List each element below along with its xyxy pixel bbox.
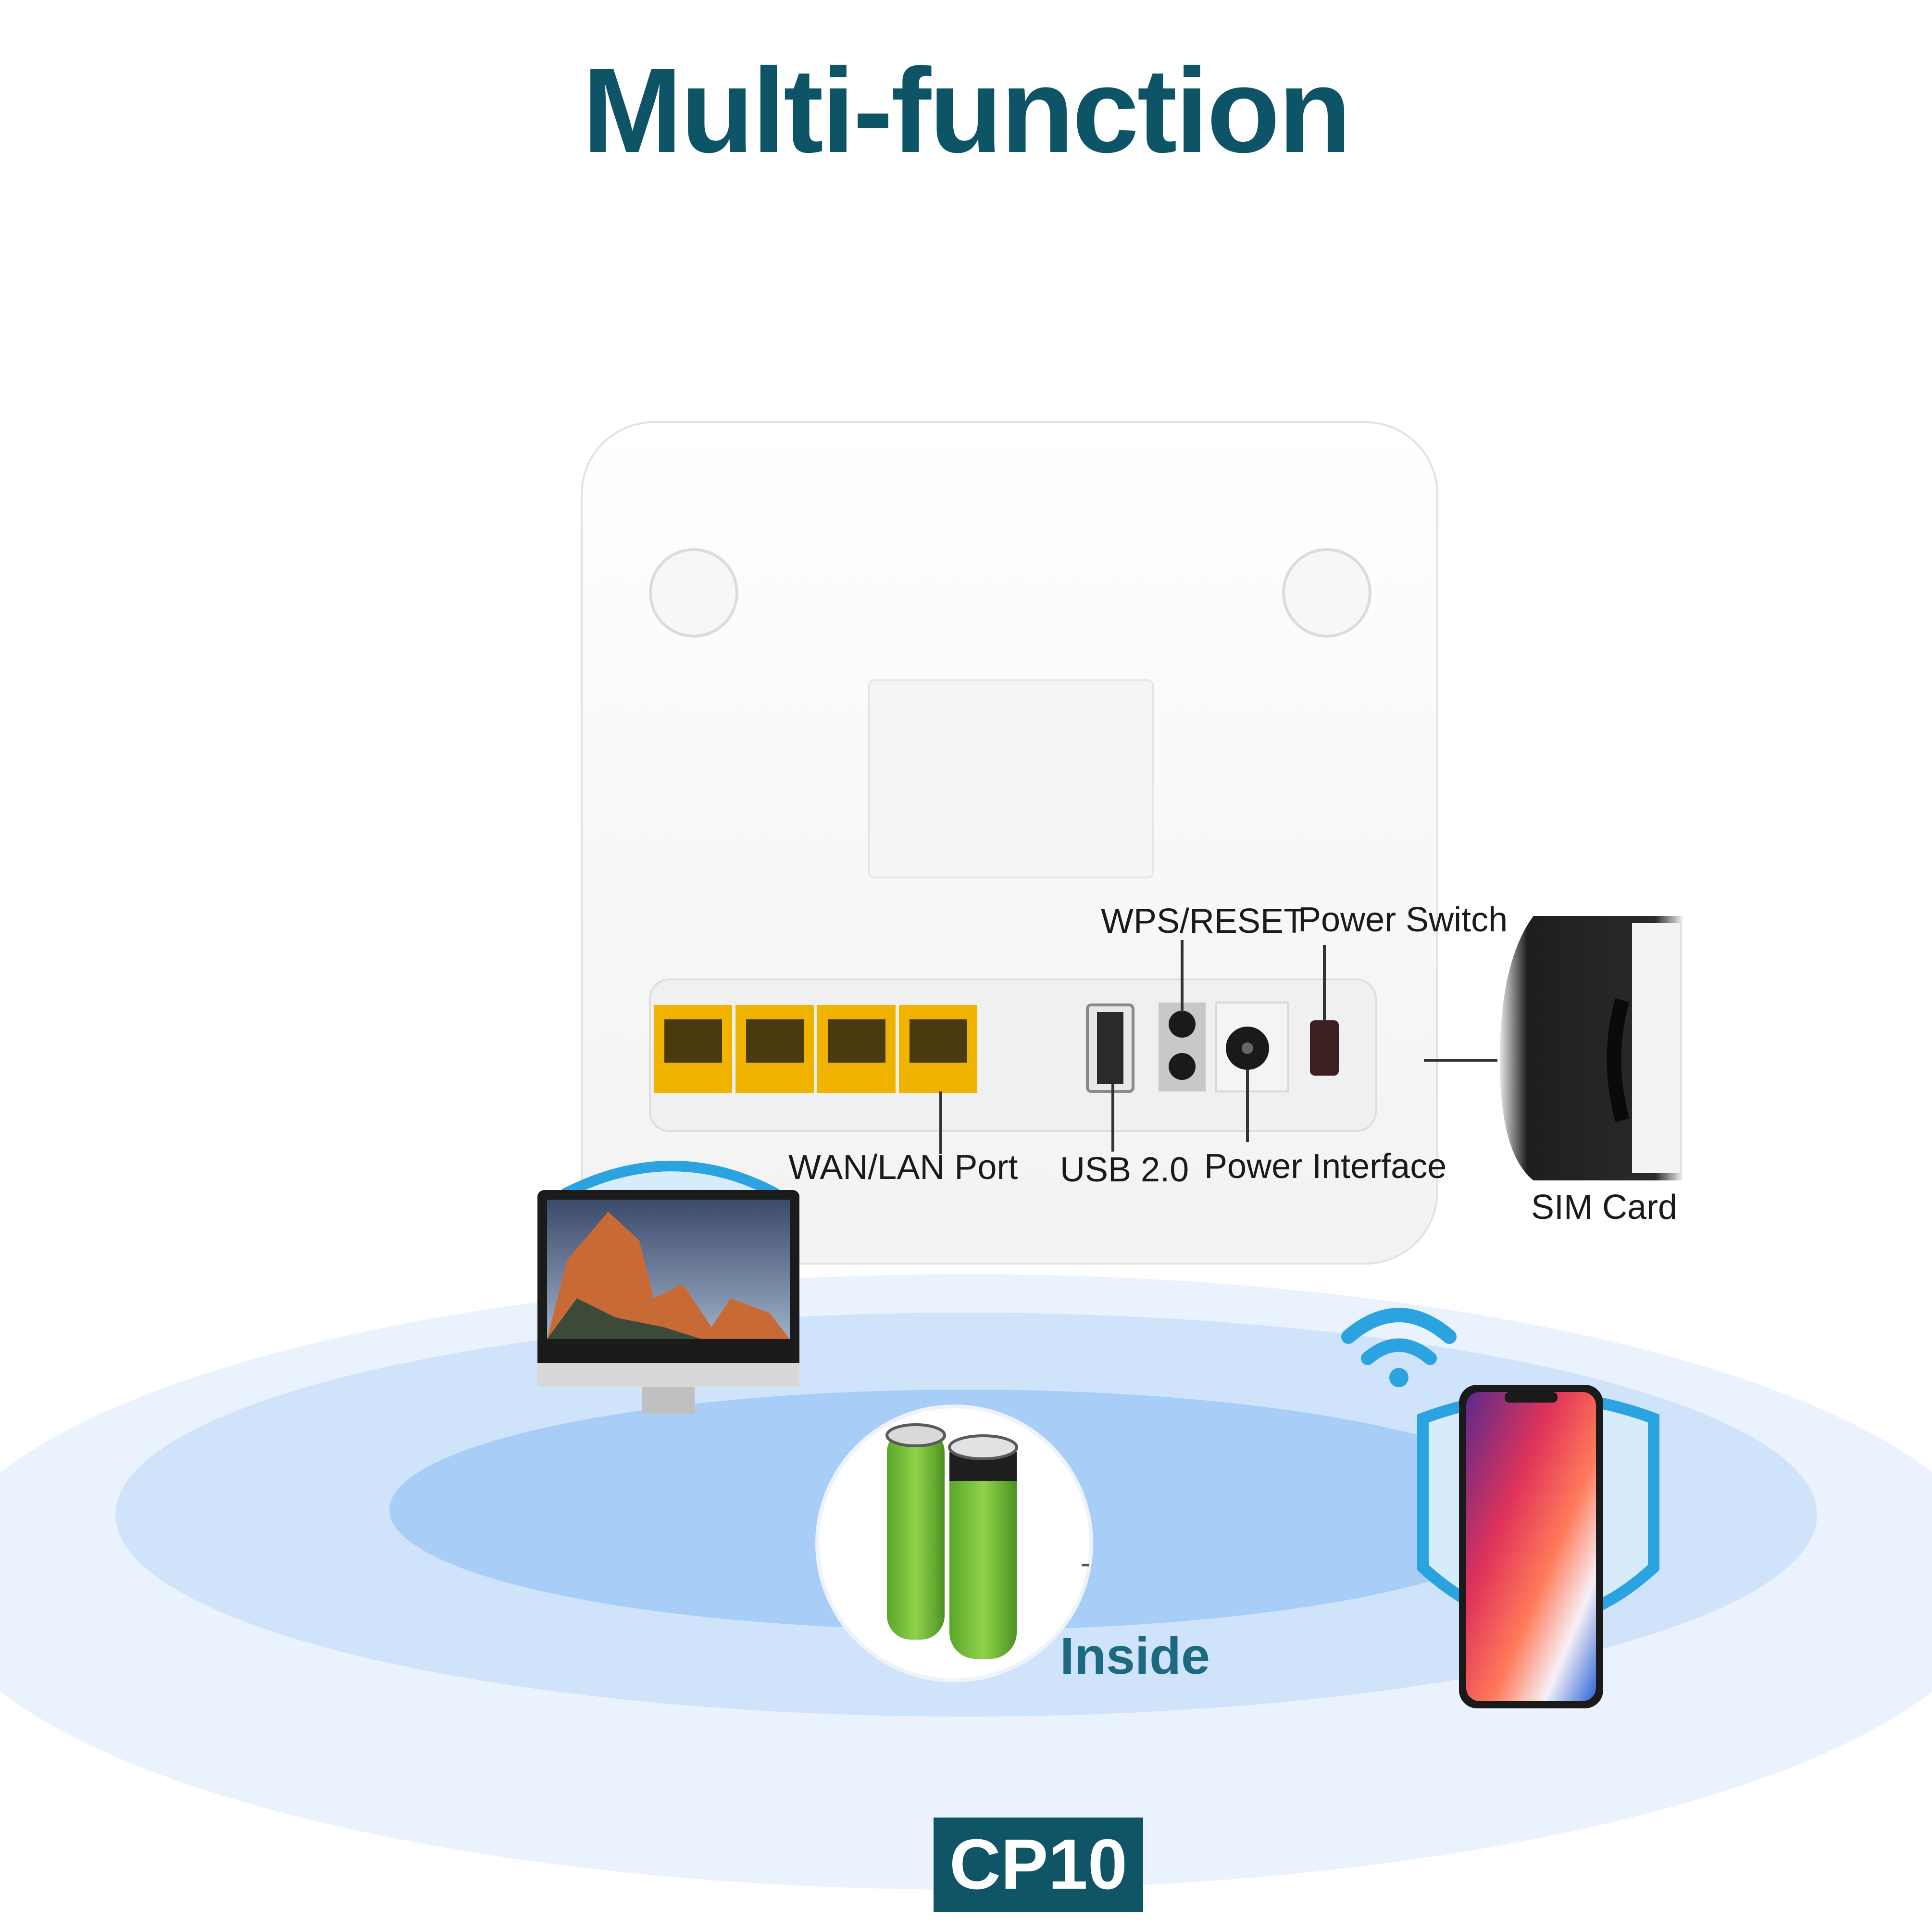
ethernet-port-icon xyxy=(654,1005,977,1093)
callout-lines xyxy=(939,940,1497,1154)
smartphone-icon xyxy=(1459,1385,1603,1708)
desktop-monitor-icon xyxy=(537,1190,799,1414)
wifi-icon xyxy=(1341,1308,1457,1387)
wps-reset-button-icon xyxy=(1159,1003,1206,1091)
power-switch-icon xyxy=(1310,1020,1339,1076)
sim-card-slot-icon xyxy=(1500,916,1683,1180)
sim-card-label: SIM Card xyxy=(1531,1188,1678,1227)
battery-icon xyxy=(815,1404,1093,1682)
model-name: CP10 xyxy=(949,1825,1128,1904)
wps-reset-label: WPS/RESET xyxy=(1101,902,1305,940)
router-device xyxy=(581,421,1497,1265)
power-jack-icon xyxy=(1215,1002,1289,1092)
wan-lan-port-label: WAN/LAN Port xyxy=(788,1148,1018,1187)
usb-port-icon xyxy=(1086,1003,1134,1093)
model-badge: CP10 xyxy=(934,1818,1143,1912)
usb-label: USB 2.0 xyxy=(1060,1151,1189,1189)
power-switch-label: Power Switch xyxy=(1298,901,1508,939)
page-title: Multi-function xyxy=(582,43,1351,177)
battery-caption: Inside xyxy=(1060,1627,1210,1685)
power-interface-label: Power Interface xyxy=(1204,1147,1447,1186)
